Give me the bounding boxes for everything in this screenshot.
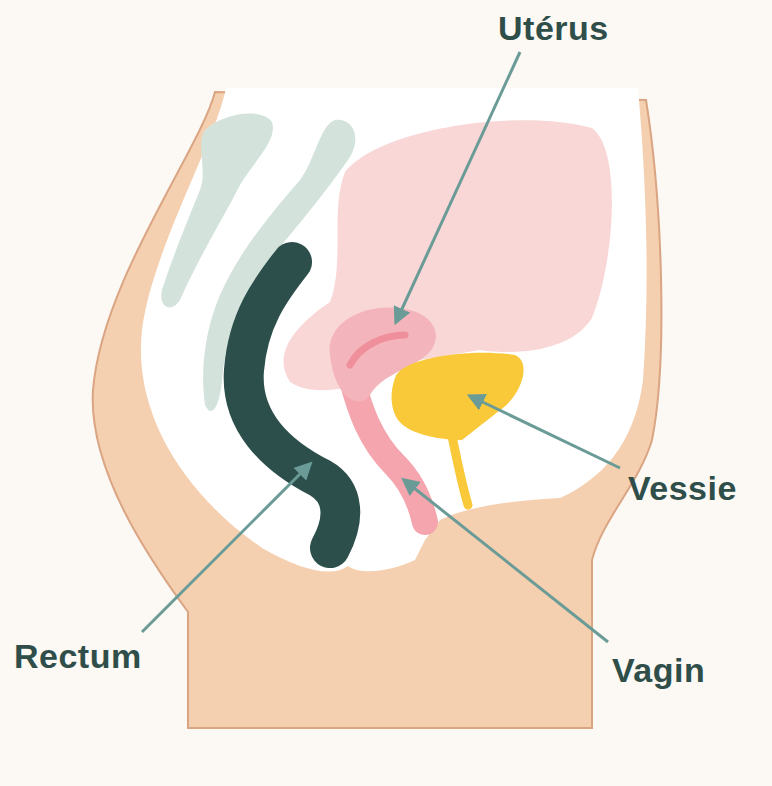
bladder-organ — [392, 353, 524, 440]
leader-line — [470, 396, 620, 468]
organ-label: Vagin — [612, 650, 705, 690]
uterine-cavity — [350, 335, 405, 365]
leader-line — [404, 480, 608, 642]
organ-label: Vessie — [628, 468, 737, 508]
leader-line — [396, 52, 520, 322]
anal-canal — [318, 540, 340, 556]
urethra — [452, 436, 468, 505]
leader-line — [142, 464, 310, 632]
organ-label: Utérus — [498, 8, 609, 48]
organ-label: Rectum — [14, 636, 142, 676]
rectum-organ — [244, 262, 341, 548]
pelvic-cavity — [141, 88, 647, 572]
